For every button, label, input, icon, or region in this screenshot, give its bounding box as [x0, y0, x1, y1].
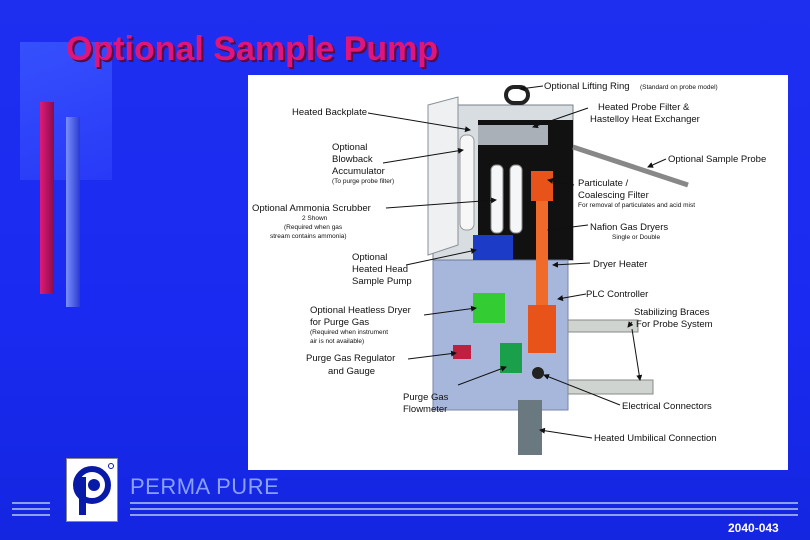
label-probe-filter-2: Hastelloy Heat Exchanger — [590, 114, 700, 125]
label-sample-probe: Optional Sample Probe — [668, 154, 766, 165]
label-blowback-1: Optional — [332, 142, 367, 153]
brace-lower — [567, 379, 654, 395]
dryer-heater-graphic — [528, 305, 556, 353]
label-pump-1: Optional — [352, 252, 387, 263]
blowback-graphic — [459, 134, 475, 231]
lifting-ring-graphic — [504, 85, 530, 105]
label-heatless-1: Optional Heatless Dryer — [310, 305, 411, 316]
flowmeter-graphic — [500, 343, 522, 373]
leader-lines — [367, 85, 667, 439]
label-regulator-2: and Gauge — [328, 366, 375, 377]
label-electrical: Electrical Connectors — [622, 401, 712, 412]
label-pump-3: Sample Pump — [352, 276, 412, 287]
label-particulate-2: Coalescing Filter — [578, 190, 649, 201]
label-blowback-2: Blowback — [332, 154, 373, 165]
label-scrubber-note-2: (Required when gas — [284, 224, 343, 231]
probe-filter-graphic — [478, 125, 548, 145]
label-nafion-1: Nafion Gas Dryers — [590, 222, 668, 233]
footer-line-right-2 — [130, 508, 798, 510]
label-umbilical: Heated Umbilical Connection — [594, 433, 717, 444]
label-nafion-2: Single or Double — [612, 234, 660, 241]
label-heatless-note-2: air is not available) — [310, 338, 364, 345]
label-particulate-1: Particulate / — [578, 178, 629, 189]
label-dryer-heater: Dryer Heater — [593, 259, 647, 270]
cabinet-graphic — [427, 85, 689, 455]
scrubber-graphic-1 — [490, 164, 504, 234]
label-lifting-ring-note: (Standard on probe model) — [640, 84, 718, 91]
label-scrubber-note-1: 2 Shown — [302, 215, 328, 222]
label-scrubber: Optional Ammonia Scrubber — [252, 203, 371, 214]
decor-bar-magenta — [40, 102, 54, 294]
umbilical-graphic — [518, 400, 542, 455]
label-flowmeter-2: Flowmeter — [403, 404, 447, 415]
heatless-dryer-graphic — [473, 293, 505, 323]
label-lifting-ring: Optional Lifting Ring — [544, 81, 630, 92]
footer-line-right-1 — [130, 502, 798, 504]
brand-name: PERMA PURE — [130, 474, 280, 499]
sample-pump-graphic — [473, 235, 513, 260]
perma-pure-logo — [66, 458, 118, 522]
label-probe-filter-1: Heated Probe Filter & — [598, 102, 690, 113]
label-heatless-note-1: (Required when instrument — [310, 329, 388, 336]
label-regulator-1: Purge Gas Regulator — [306, 353, 395, 364]
system-diagram: Optional Lifting Ring (Standard on probe… — [252, 81, 766, 455]
cabinet-door — [427, 96, 459, 256]
label-heated-backplate: Heated Backplate — [292, 107, 367, 118]
label-flowmeter-1: Purge Gas — [403, 392, 449, 403]
label-blowback-note: (To purge probe filter) — [332, 178, 394, 185]
footer-line-left-1 — [12, 502, 50, 504]
scrubber-graphic-2 — [509, 164, 523, 234]
label-braces-2: For Probe System — [636, 319, 713, 330]
label-particulate-note: For removal of particulates and acid mis… — [578, 202, 695, 209]
footer-line-left-2 — [12, 508, 50, 510]
label-braces-1: Stabilizing Braces — [634, 307, 710, 318]
label-blowback-3: Accumulator — [332, 166, 385, 177]
sample-probe-graphic — [572, 144, 689, 188]
decor-bar-blue — [66, 117, 80, 307]
slide-number: 2040-043 — [728, 521, 779, 535]
label-scrubber-note-3: stream contains ammonia) — [270, 233, 347, 240]
diagram-panel: Optional Lifting Ring (Standard on probe… — [248, 75, 788, 470]
regulator-graphic — [453, 345, 471, 359]
slide-title: Optional Sample Pump — [66, 30, 439, 68]
electrical-connector-graphic — [532, 367, 544, 379]
label-heatless-2: for Purge Gas — [310, 317, 369, 328]
footer-line-left-3 — [12, 514, 50, 516]
footer-line-right-3 — [130, 514, 798, 516]
brace-upper — [567, 319, 639, 333]
label-pump-2: Heated Head — [352, 264, 408, 275]
particulate-filter-graphic — [531, 171, 553, 201]
label-plc: PLC Controller — [586, 289, 648, 300]
